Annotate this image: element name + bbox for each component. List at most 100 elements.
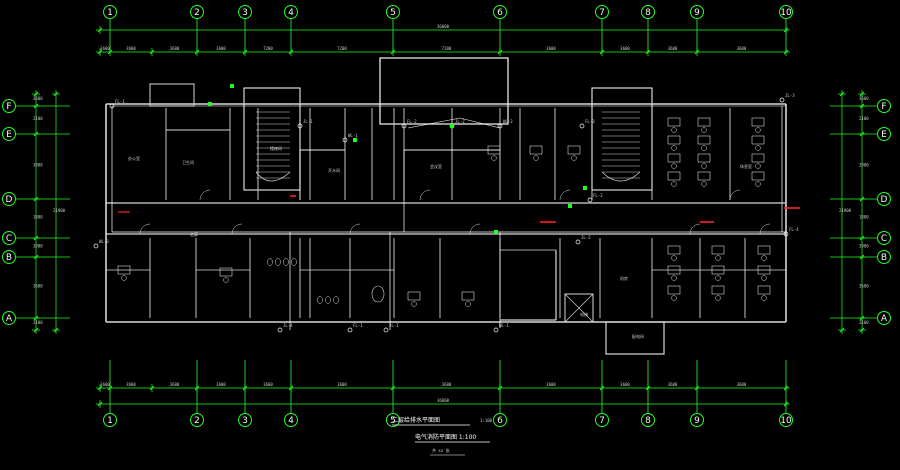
room-label: 卫生间: [182, 159, 194, 165]
riser-symbol: [277, 327, 283, 333]
row-bubble-C: C: [2, 231, 16, 245]
desk: [407, 291, 421, 301]
desk: [667, 153, 681, 163]
right-dim-value: 3600: [859, 96, 869, 101]
toilet: [267, 258, 273, 266]
top-grid-dim-value: 7200: [337, 46, 347, 51]
column-label-9: 9: [694, 416, 700, 426]
chair: [761, 275, 767, 281]
chair: [715, 295, 721, 301]
column-bubble-4: 4: [284, 413, 298, 427]
desk: [711, 265, 725, 275]
chair: [761, 255, 767, 261]
bottom-grid-dim-value: 3600: [170, 382, 180, 387]
row-label-F: F: [881, 102, 886, 112]
riser-tag: FL-1: [115, 99, 125, 104]
elevator-shaft: [564, 293, 594, 323]
door-swing: [139, 223, 151, 235]
bottom-grid-dim-slash: [497, 385, 503, 391]
left-dim-slash: [33, 103, 39, 109]
riser-tag: FL-2: [593, 193, 603, 198]
column-bubble-7: 7: [595, 5, 609, 19]
column-bubble-circle: [284, 413, 298, 427]
column-label-7: 7: [599, 8, 605, 18]
drawing-subtitle: 电气消防平面图 1:100: [415, 433, 476, 441]
title-block: 二层给排水平面图 1:100 电气消防平面图 1:100 共 xx 张: [392, 416, 493, 456]
column-label-4: 4: [288, 416, 294, 426]
row-label-D: D: [881, 195, 888, 205]
entry-porch-outline: [605, 321, 665, 355]
right-dim-value: 2100: [859, 116, 869, 121]
row-label-B: B: [6, 253, 12, 263]
desk: [667, 171, 681, 181]
chair: [121, 275, 127, 281]
row-bubble-F: F: [877, 99, 891, 113]
chair: [761, 295, 767, 301]
door-swing: [689, 223, 701, 235]
left-dim-slash: [33, 327, 39, 333]
top-grid-dim-slash: [194, 49, 200, 55]
desk: [697, 153, 711, 163]
column-label-1: 1: [107, 416, 113, 426]
door-swing: [729, 189, 741, 201]
chair: [571, 155, 577, 161]
bottom-grid-dim-value: 3600: [100, 382, 110, 387]
left-dim-value: 3900: [33, 244, 43, 249]
riser-symbol: [342, 137, 348, 143]
column-bubble-5: 5: [386, 5, 400, 19]
chair: [671, 295, 677, 301]
left-dim-slash: [33, 91, 39, 97]
column-bubble-circle: [493, 413, 507, 427]
door-swing: [349, 223, 361, 235]
top-grid-dim-slash: [390, 49, 396, 55]
fixture-marker: [583, 186, 587, 190]
riser-symbol: [575, 239, 581, 245]
column-label-10: 10: [780, 416, 792, 426]
left-dim-value: 3600: [33, 96, 43, 101]
top-grid-dim-slash: [783, 49, 789, 55]
right-dim-slash: [859, 327, 865, 333]
riser-symbol: [383, 327, 389, 333]
top-grid-dim-slash: [497, 49, 503, 55]
central-tower-outline: [379, 57, 509, 125]
left-dim-value: 2100: [33, 320, 43, 325]
column-bubble-circle: [595, 413, 609, 427]
column-bubble-9: 9: [690, 413, 704, 427]
drawing-title: 二层给排水平面图: [392, 416, 440, 424]
chair: [701, 181, 707, 187]
row-label-C: C: [881, 234, 887, 244]
column-bubble-circle: [779, 413, 793, 427]
top-grid-dim-slash: [288, 49, 294, 55]
column-label-3: 3: [242, 416, 248, 426]
bottom-overall-dim-slash: [783, 401, 789, 407]
desk: [667, 117, 681, 127]
row-label-C: C: [6, 234, 12, 244]
column-bubble-5: 5: [386, 413, 400, 427]
chair: [755, 127, 761, 133]
riser-tag: JL-4: [283, 323, 293, 328]
right-dim-slash: [859, 235, 865, 241]
top-overall-dim-slash: [783, 27, 789, 33]
riser-tag: WL-2: [503, 119, 513, 124]
desk: [757, 285, 771, 295]
column-bubble-circle: [690, 5, 704, 19]
row-bubble-D: D: [2, 192, 16, 206]
row-bubble-E: E: [877, 127, 891, 141]
right-dim-value: 1800: [859, 215, 869, 220]
top-grid-dim-slash: [107, 49, 113, 55]
column-bubble-circle: [386, 413, 400, 427]
room-label: 机房: [620, 275, 628, 281]
chair: [755, 181, 761, 187]
column-label-4: 4: [288, 8, 294, 18]
row-label-E: E: [6, 130, 12, 140]
desk: [697, 135, 711, 145]
desk: [667, 285, 681, 295]
riser-symbol: [493, 327, 499, 333]
right-dim-slash: [859, 196, 865, 202]
row-bubble-circle: [2, 231, 16, 245]
row-bubble-A: A: [2, 311, 16, 325]
column-bubble-circle: [103, 5, 117, 19]
water-branch: [403, 149, 500, 232]
bottom-grid-dim-slash: [194, 385, 200, 391]
